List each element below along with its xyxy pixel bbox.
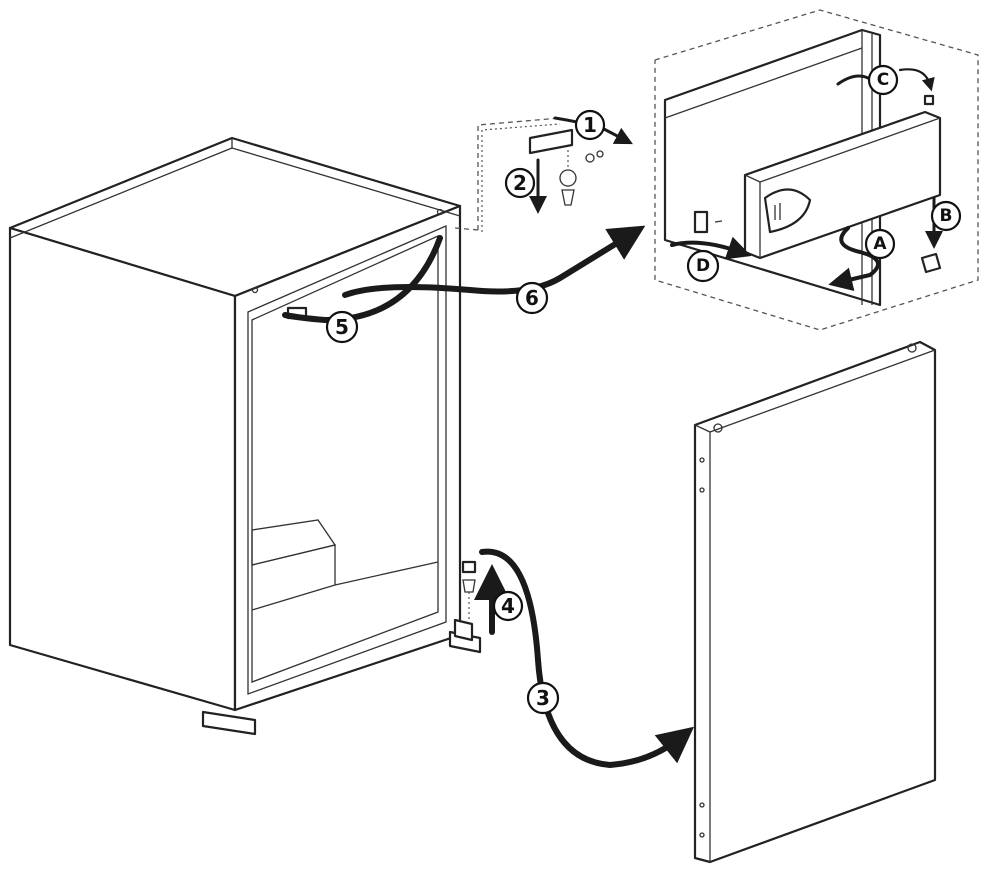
svg-text:3: 3: [536, 686, 550, 710]
svg-text:1: 1: [583, 113, 597, 137]
svg-text:5: 5: [335, 315, 349, 339]
step-label-a: A: [864, 228, 896, 260]
svg-text:B: B: [940, 206, 953, 226]
step-label-4: 4: [492, 590, 524, 622]
upper-hinge-detail: [454, 117, 604, 232]
step-label-1: 1: [574, 109, 606, 141]
step-label-3: 3: [526, 681, 560, 715]
svg-text:6: 6: [525, 286, 539, 310]
lower-hinge-detail: [461, 560, 477, 620]
step-label-c: C: [867, 64, 899, 96]
step-label-6: 6: [515, 281, 549, 315]
step-label-d: D: [686, 249, 720, 283]
svg-text:C: C: [877, 70, 889, 90]
step-label-b: B: [930, 200, 962, 232]
svg-text:4: 4: [501, 594, 515, 618]
door-leaf: [693, 340, 937, 864]
svg-text:A: A: [873, 234, 887, 254]
step-label-2: 2: [504, 167, 536, 199]
svg-text:D: D: [696, 256, 710, 276]
svg-text:2: 2: [513, 171, 527, 195]
door-detail-panel: [654, 9, 979, 331]
fridge-cabinet: [8, 136, 482, 736]
arrows: [282, 68, 943, 769]
step-label-5: 5: [325, 310, 359, 344]
